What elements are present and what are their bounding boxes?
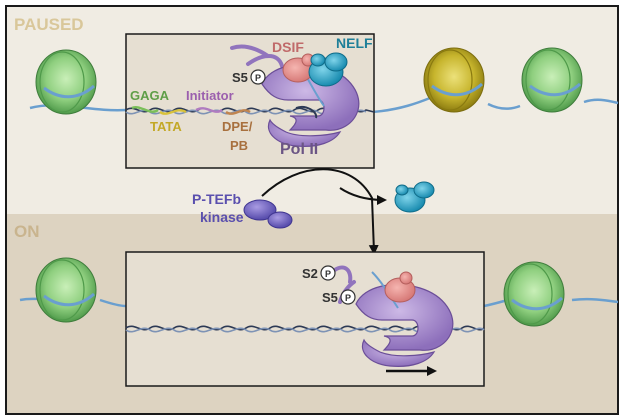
gaga-element (131, 105, 159, 113)
pb-label: PB (230, 138, 248, 153)
activation-arrow (261, 168, 379, 255)
nelf-release-arrow (339, 187, 387, 205)
nucleosome-paused-yellow (423, 47, 485, 113)
on-label: ON (14, 222, 40, 241)
kinase-label: kinase (200, 209, 244, 225)
initiator-element (195, 107, 223, 113)
s5-label-paused: S5 (232, 70, 248, 85)
nelf-label: NELF (336, 35, 373, 51)
nucleosome-paused-right (521, 47, 583, 113)
s5-label-on: S5 (322, 290, 338, 305)
dpe-element (225, 109, 251, 115)
pol2-label: Pol II (280, 141, 318, 158)
paused-label: PAUSED (14, 15, 84, 34)
ptefb-label: P-TEFb (192, 191, 241, 207)
nelf-released (394, 181, 435, 213)
tata-element (159, 109, 187, 115)
svg-text:P: P (325, 269, 331, 279)
nucleosome-on-left (35, 257, 97, 323)
svg-text:P: P (255, 73, 261, 83)
dsif-on (384, 271, 416, 303)
s2-label: S2 (302, 266, 318, 281)
phospho-s5-on: P (340, 289, 356, 305)
phospho-s2: P (320, 265, 336, 281)
nelf-paused (308, 52, 348, 87)
nucleosome-on-right (503, 261, 565, 327)
dsif-label: DSIF (272, 39, 304, 55)
tata-label: TATA (150, 119, 182, 134)
gaga-label: GAGA (130, 88, 170, 103)
svg-text:P: P (345, 293, 351, 303)
figure-border (5, 5, 619, 415)
ptefb-kinase (243, 199, 293, 229)
initiator-label: Initiator (186, 88, 234, 103)
nucleosome-paused-left (35, 49, 97, 115)
phospho-s5-paused: P (250, 69, 266, 85)
dpe-label: DPE/ (222, 119, 253, 134)
